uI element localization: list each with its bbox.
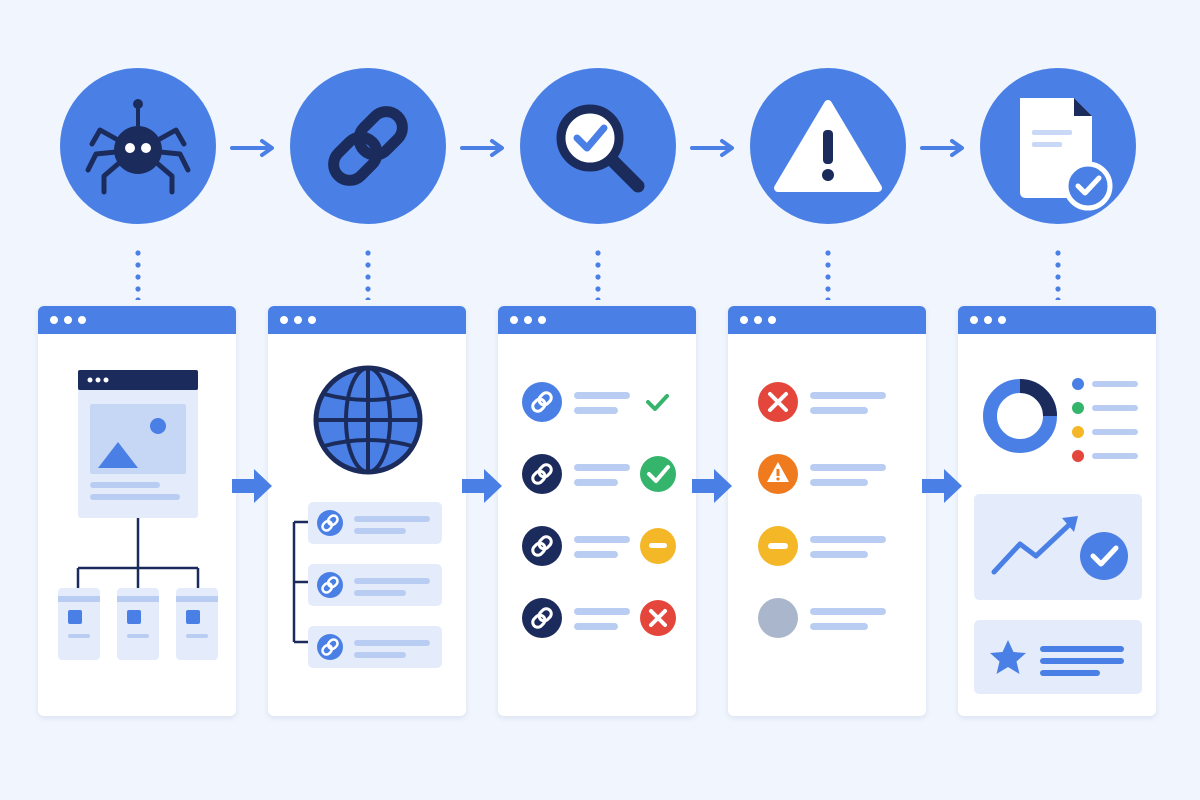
panel-crawl	[38, 306, 236, 716]
globe-icon	[313, 365, 423, 475]
step-circle-flag-issues	[750, 68, 906, 224]
window-titlebar	[268, 306, 466, 334]
window-titlebar	[498, 306, 696, 334]
dotted-connector	[1055, 250, 1061, 300]
magnifier-check-icon	[556, 104, 645, 193]
warning-triangle-icon	[774, 100, 882, 192]
link-list-illustration	[292, 365, 442, 668]
issue-list	[758, 382, 886, 638]
report-dashboard	[974, 378, 1142, 694]
star-icon	[990, 640, 1026, 674]
document-check-icon	[1020, 98, 1113, 211]
flow-arrow-icon	[922, 469, 962, 503]
dotted-connector	[595, 250, 601, 300]
panel-check-links	[498, 306, 696, 716]
trend-up-icon	[991, 516, 1078, 575]
window-titlebar	[38, 306, 236, 334]
dotted-connector	[825, 250, 831, 300]
step-circle-extract-links	[290, 68, 446, 224]
window-titlebar	[958, 306, 1156, 334]
arrow-right-icon	[690, 139, 734, 157]
sitemap-illustration	[58, 370, 218, 660]
step-circle-report	[980, 68, 1136, 224]
chain-link-icon	[328, 106, 408, 186]
neutral-status-dot	[758, 598, 798, 638]
check-badge-icon	[1080, 532, 1128, 580]
success-icon	[640, 456, 676, 492]
step-circle-check-links	[520, 68, 676, 224]
step-circle-crawl	[60, 68, 216, 224]
dotted-connector	[135, 250, 141, 300]
arrow-right-icon	[460, 139, 504, 157]
donut-chart-icon	[983, 379, 1057, 453]
arrow-right-icon	[920, 139, 964, 157]
spider-icon	[85, 99, 191, 195]
panel-report	[958, 306, 1156, 716]
flow-arrow-icon	[232, 469, 272, 503]
link-check-results	[522, 382, 676, 638]
arrow-right-icon	[230, 139, 274, 157]
flow-arrow-icon	[462, 469, 502, 503]
check-icon	[646, 394, 669, 411]
window-titlebar	[728, 306, 926, 334]
panel-flag-issues	[728, 306, 926, 716]
dotted-connector	[365, 250, 371, 300]
panel-extract-links	[268, 306, 466, 716]
flow-arrow-icon	[692, 469, 732, 503]
